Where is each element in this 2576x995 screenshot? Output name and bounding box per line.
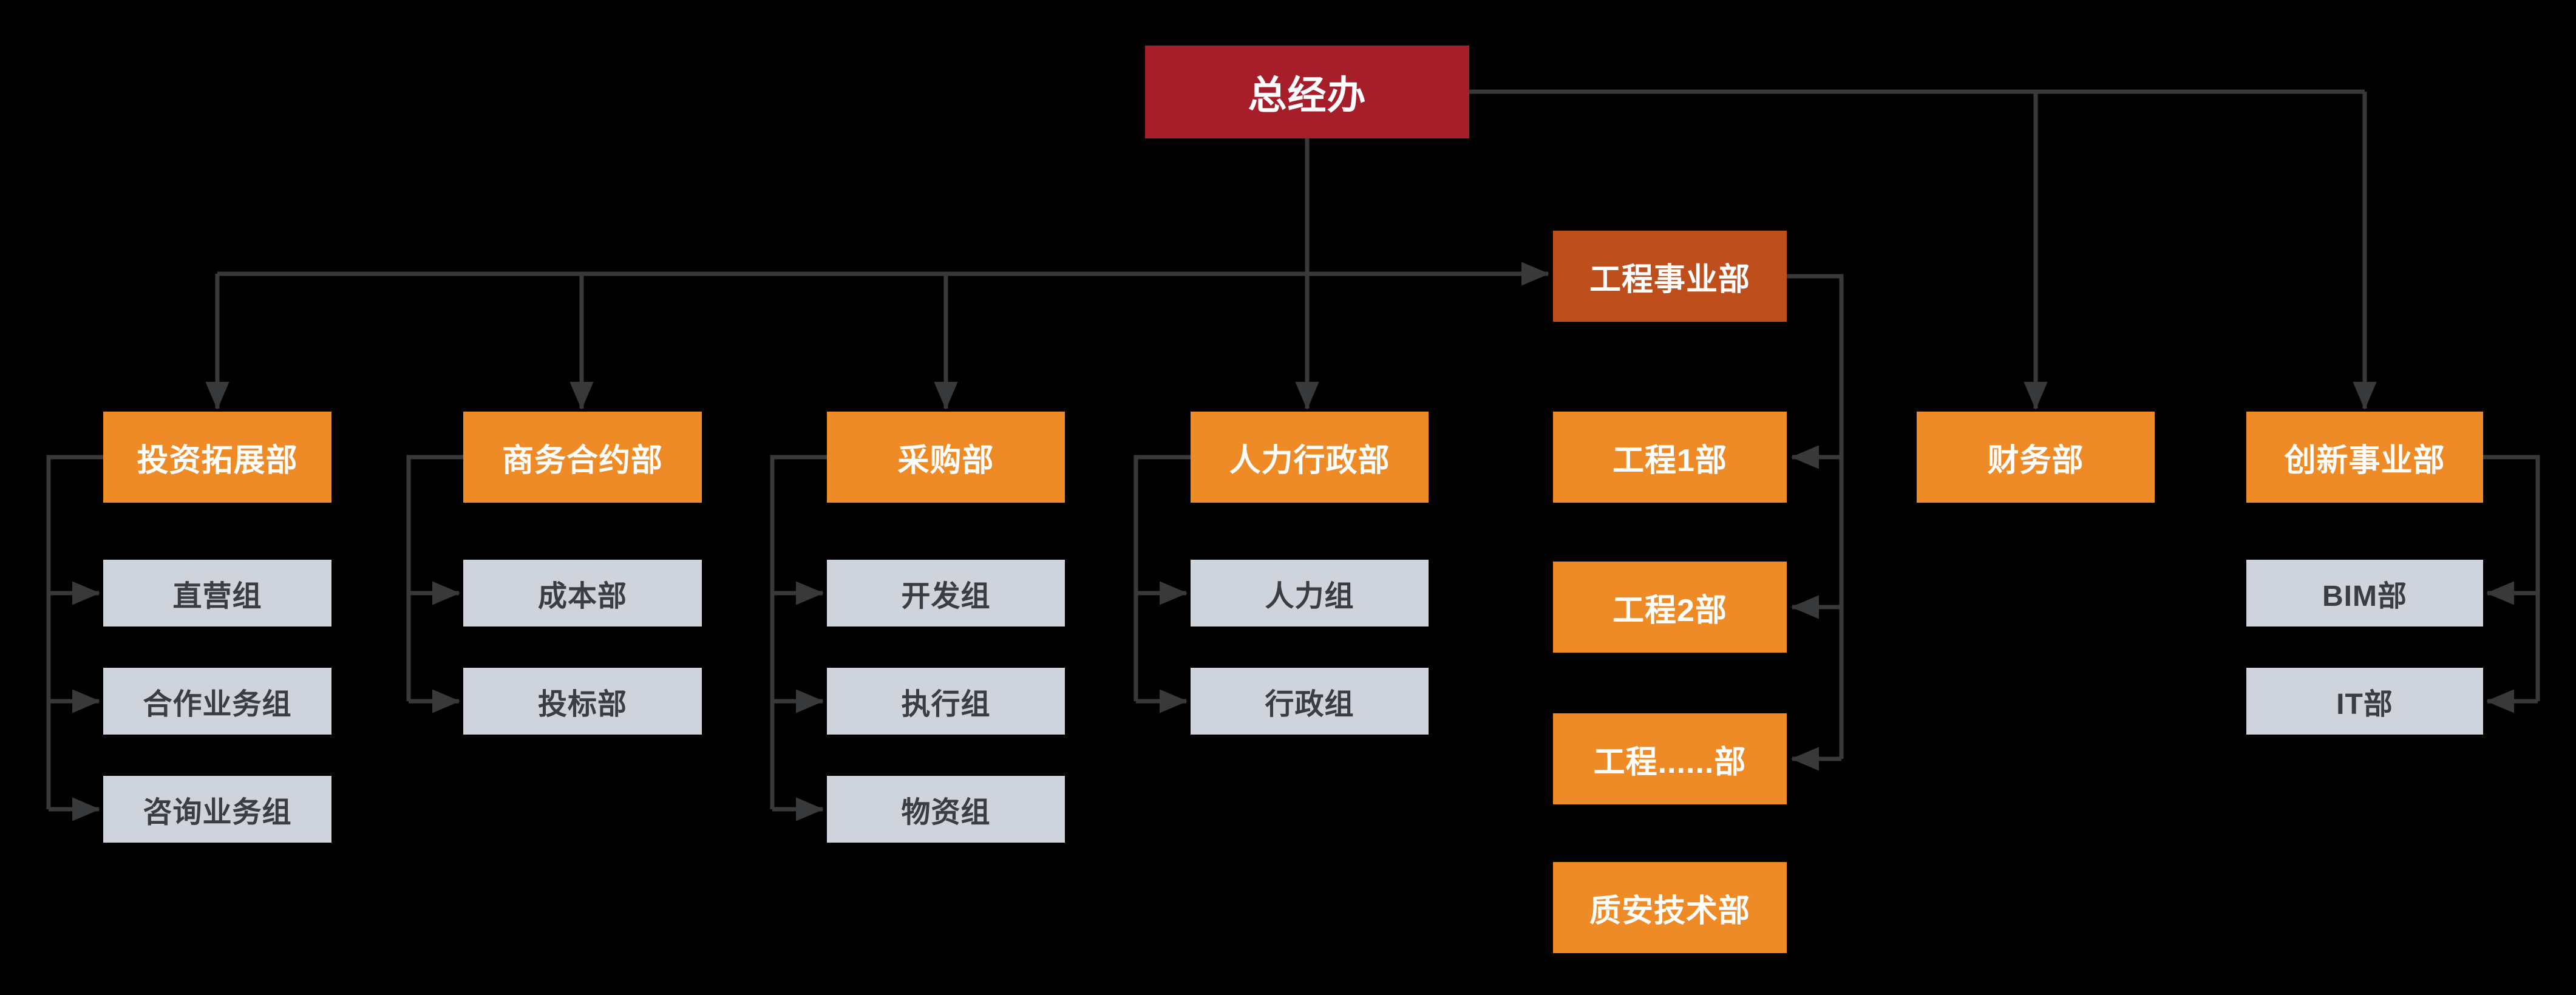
node-hr-group: 人力组 — [1191, 560, 1429, 627]
node-investment-expansion-dept: 投资拓展部 — [103, 412, 331, 503]
edge-commercial-left-rail — [406, 455, 463, 701]
node-quality-safety-tech-dept: 质安技术部 — [1553, 862, 1787, 953]
edge-division-right-rail — [1787, 274, 1844, 759]
node-procurement-dept: 采购部 — [827, 412, 1065, 503]
node-bim-dept: BIM部 — [2246, 560, 2483, 627]
node-innovation-dept: 创新事业部 — [2246, 412, 2483, 503]
node-bidding-dept: 投标部 — [463, 668, 702, 735]
node-development-group: 开发组 — [827, 560, 1065, 627]
node-commercial-contract-dept: 商务合约部 — [463, 412, 702, 503]
node-finance-dept: 财务部 — [1917, 412, 2155, 503]
node-engineering-1-dept: 工程1部 — [1553, 412, 1787, 503]
node-engineering-n-dept: 工程......部 — [1553, 713, 1787, 804]
node-engineering-division: 工程事业部 — [1553, 231, 1787, 322]
node-consulting-business-group: 咨询业务组 — [103, 776, 331, 843]
edge-innovation-right-rail — [2483, 455, 2540, 701]
node-it-dept: IT部 — [2246, 668, 2483, 735]
node-materials-group: 物资组 — [827, 776, 1065, 843]
node-direct-operation-group: 直营组 — [103, 560, 331, 627]
node-execution-group: 执行组 — [827, 668, 1065, 735]
node-admin-group: 行政组 — [1191, 668, 1429, 735]
node-engineering-2-dept: 工程2部 — [1553, 562, 1787, 653]
node-general-manager-office: 总经办 — [1145, 46, 1469, 138]
node-hr-admin-dept: 人力行政部 — [1191, 412, 1429, 503]
edge-hr-left-rail — [1133, 455, 1191, 701]
edge-procurement-left-rail — [770, 455, 827, 809]
node-cost-dept: 成本部 — [463, 560, 702, 627]
edge-investment-left-rail — [46, 455, 103, 809]
node-cooperation-business-group: 合作业务组 — [103, 668, 331, 735]
